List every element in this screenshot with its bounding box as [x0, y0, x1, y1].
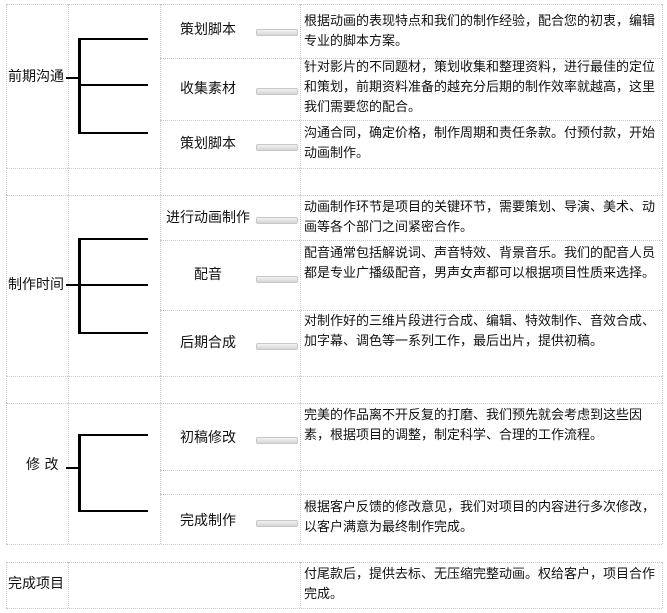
phase-label: 制作时间 [8, 277, 64, 293]
connector-bar [256, 217, 298, 224]
step-description: 动画制作环节是项目的关键环节，需要策划、导演、美术、动画等各个部门之间紧密合作。 [304, 200, 656, 235]
step-description: 根据动画的表现特点和我们的制作经验，配合您的初衷，编辑专业的脚本方案。 [304, 14, 656, 49]
phase-label: 完成项目 [8, 576, 64, 592]
connector-bar [256, 29, 298, 36]
step-label: 配音 [194, 267, 222, 283]
connector-bar [256, 88, 298, 95]
step-description: 根据客户反馈的修改意见，我们对项目的内容进行多次修改，以客户满意为最终制作完成。 [304, 500, 656, 535]
step-description: 付尾款后，提供去标、无压缩完整动画。权给客户，项目合作完成。 [304, 567, 656, 602]
connector-bar [256, 520, 298, 527]
step-description: 沟通合同，确定价格，制作周期和责任条款。付预付款，开始动画制作。 [304, 126, 656, 161]
connector-bar [256, 144, 298, 151]
step-label: 策划脚本 [180, 136, 236, 152]
phase-label: 前期沟通 [8, 69, 64, 85]
connector-bar [256, 343, 298, 350]
step-description: 配音通常包括解说词、声音特效、背景音乐。我们的配音人员都是专业广播级配音，男声女… [304, 246, 656, 281]
step-label: 进行动画制作 [166, 210, 250, 226]
step-description: 针对影片的不同题材，策划收集和整理资料，进行最佳的定位和策划，前期资料准备的越充… [304, 60, 656, 115]
step-label: 完成制作 [180, 513, 236, 529]
step-description: 对制作好的三维片段进行合成、编辑、特效制作、音效合成、加字幕、调色等一系列工作，… [304, 314, 656, 349]
step-description: 完美的作品离不开反复的打磨、我们预先就会考虑到这些因素，根据项目的调整，制定科学… [304, 408, 643, 443]
step-label: 收集素材 [180, 81, 236, 97]
connector-bar [256, 276, 298, 283]
step-label: 初稿修改 [180, 430, 236, 446]
step-label: 后期合成 [180, 335, 236, 351]
connector-bar [256, 437, 298, 444]
step-label: 策划脚本 [180, 22, 236, 38]
phase-label: 修 改 [26, 457, 59, 473]
